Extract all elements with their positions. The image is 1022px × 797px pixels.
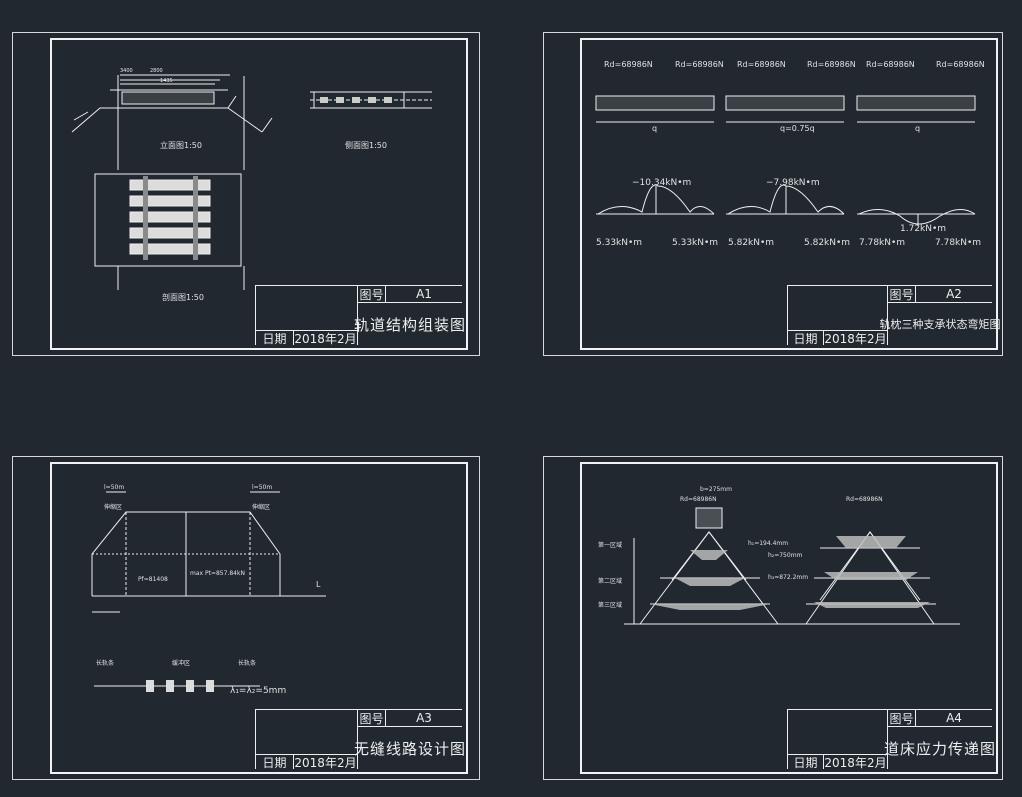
drawing-sheet-a4[interactable] [543, 456, 1003, 780]
a3-date-label: 日期 [255, 754, 293, 770]
a3-gap-left: 伸缩区 [104, 504, 123, 511]
a2-load-5: Rd=68986N [866, 60, 915, 69]
a2-empty-top [787, 285, 887, 330]
drawing-sheet-a2[interactable] [543, 32, 1003, 356]
a3-left-end: 长轨条 [96, 660, 115, 667]
a3-axis-l: L [316, 580, 321, 589]
a2-load-1: Rd=68986N [604, 60, 653, 69]
a2-title-block: 图号 A2 轨枕三种支承状态弯矩图 日期 2018年2月 [787, 285, 1001, 346]
a3-dim-right: l=50m [252, 484, 273, 491]
a1-dim-1435: 1435 [160, 78, 173, 84]
a2-date: 2018年2月 [823, 330, 887, 346]
a2-load-4: Rd=68986N [807, 60, 856, 69]
a4-dim-b: b=275mm [700, 486, 732, 493]
drawing-frame-a3 [50, 462, 468, 774]
a2-q-2: q=0.75q [780, 124, 815, 133]
a4-title: 道床应力传递图 [884, 726, 995, 769]
drawing-sheet-a3[interactable] [12, 456, 480, 780]
a1-view-side: 侧面图1:50 [345, 141, 387, 150]
a3-right-end: 长轨条 [238, 660, 257, 667]
a4-dim-h2: h₂=750mm [768, 552, 803, 559]
a3-sheet-label: 图号 [357, 709, 385, 726]
a3-title: 无缝线路设计图 [354, 726, 465, 769]
a4-date: 2018年2月 [823, 754, 887, 770]
a2-m2-right: 5.82kN•m [804, 238, 851, 248]
a4-level-3: 第三区域 [598, 602, 623, 609]
a2-load-2: Rd=68986N [675, 60, 724, 69]
a3-sheet-no: A3 [385, 709, 462, 726]
a1-empty-top [255, 285, 357, 330]
a2-m3-right: 7.78kN•m [935, 238, 982, 248]
a2-sheet-label: 图号 [887, 285, 915, 302]
a2-m2-top: −7.98kN•m [766, 178, 820, 188]
drawing-sheet-a1[interactable] [12, 32, 480, 356]
a4-sheet-label: 图号 [887, 709, 915, 726]
drawing-frame-a2 [580, 38, 998, 350]
a3-dim-left: l=50m [104, 484, 125, 491]
drawing-frame-a1 [50, 38, 468, 350]
a2-title: 轨枕三种支承状态弯矩图 [880, 302, 1001, 345]
a2-load-6: Rd=68986N [936, 60, 985, 69]
a3-empty-top [255, 709, 357, 754]
a2-m3-mid: 1.72kN•m [900, 224, 947, 234]
a2-load-3: Rd=68986N [737, 60, 786, 69]
a4-rd-right: Rd=68986N [846, 496, 883, 503]
a1-title-block: 图号 A1 轨道结构组装图 日期 2018年2月 [255, 285, 465, 346]
a2-m2-left: 5.82kN•m [728, 238, 775, 248]
a1-sheet-label: 图号 [357, 285, 385, 302]
a1-date: 2018年2月 [293, 330, 357, 346]
a4-title-block: 图号 A4 道床应力传递图 日期 2018年2月 [787, 709, 995, 770]
a2-m1-top: −10.34kN•m [632, 178, 692, 188]
a3-p1: Pf=81408 [138, 576, 168, 583]
a1-sheet-no: A1 [385, 285, 462, 302]
a3-middle: 缓冲区 [172, 660, 191, 667]
a4-empty-top [787, 709, 887, 754]
a3-title-block: 图号 A3 无缝线路设计图 日期 2018年2月 [255, 709, 465, 770]
a2-q-1: q [652, 124, 658, 133]
a4-date-label: 日期 [787, 754, 823, 770]
a4-level-2: 第二区域 [598, 578, 623, 585]
a4-dim-h3: h₃=872.2mm [768, 574, 809, 581]
a3-p2: max Pt=857.84kN [190, 570, 245, 577]
a3-formula: λ₁=λ₂=5mm [230, 686, 287, 696]
a1-dim-2800: 2800 [150, 68, 163, 74]
a3-date: 2018年2月 [293, 754, 357, 770]
a2-m1-right: 5.33kN•m [672, 238, 719, 248]
a4-sheet-no: A4 [915, 709, 992, 726]
a1-view-elevation: 立面图1:50 [160, 141, 202, 150]
a2-q-3: q [915, 124, 921, 133]
a2-sheet-no: A2 [915, 285, 992, 302]
a4-dim-h1: h₁=194.4mm [748, 540, 789, 547]
a4-level-1: 第一区域 [598, 542, 623, 549]
a1-date-label: 日期 [255, 330, 293, 346]
a1-dim-3400: 3400 [120, 68, 133, 74]
a1-view-section: 剖面图1:50 [162, 293, 204, 302]
a4-rd-left: Rd=68986N [680, 496, 717, 503]
a3-gap-right: 伸缩区 [252, 504, 271, 511]
a2-m1-left: 5.33kN•m [596, 238, 643, 248]
a1-title: 轨道结构组装图 [354, 302, 465, 345]
a2-date-label: 日期 [787, 330, 823, 346]
a2-m3-left: 7.78kN•m [859, 238, 906, 248]
drawing-frame-a4 [580, 462, 998, 774]
